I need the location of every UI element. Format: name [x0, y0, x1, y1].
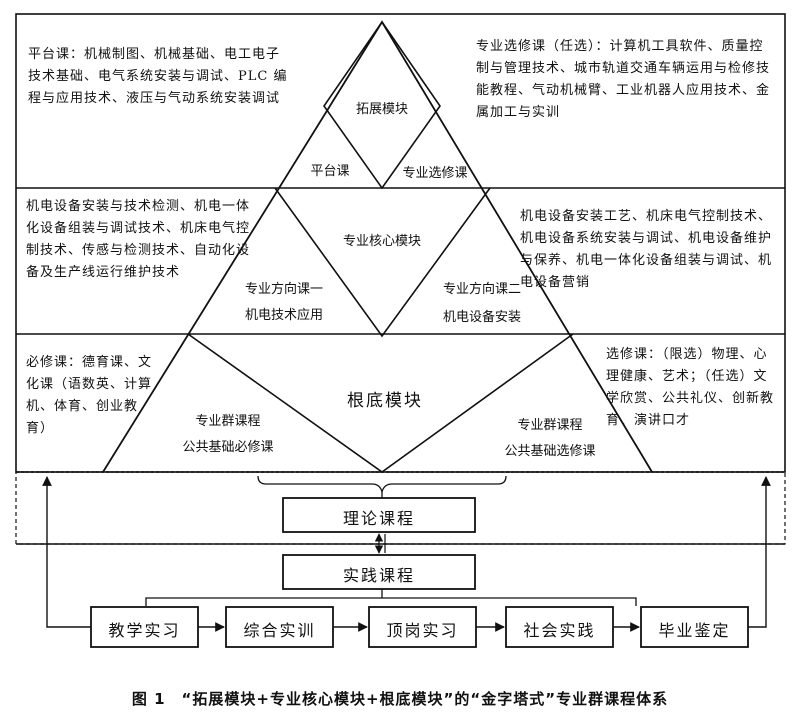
- stage-comprehensive-training: 综合实训: [243, 621, 316, 640]
- optional-public-title: 专业群课程: [517, 418, 583, 433]
- middle-v: [274, 187, 491, 338]
- top-diamond: [323, 20, 441, 190]
- brace: [257, 475, 507, 493]
- required-public-sub: 公共基础必修课: [182, 440, 274, 455]
- middle-right-text: 机电设备安装工艺、机床电气控制技术、机电设备系统安装与调试、机电设备维护与保养、…: [520, 209, 773, 290]
- middle-left-text: 机电设备安装与技术检测、机电一体化设备组装与调试技术、机床电气控制技术、传感与检…: [26, 199, 251, 280]
- elective-course-text: 专业选修课（任选）：计算机工具软件、质量控制与管理技术、城市轨道交通车辆运用与检…: [476, 39, 771, 120]
- stage-social-practice: 社会实践: [523, 621, 596, 640]
- theory-box: [282, 497, 476, 533]
- stage-teaching-internship: 教学实习: [108, 621, 181, 640]
- required-public-title: 专业群课程: [195, 414, 261, 429]
- foundation-module-label: 根底模块: [347, 391, 423, 411]
- theory-course-label: 理论课程: [342, 509, 415, 528]
- optional-course-text: 选修课：（限选）物理、心理健康、艺术；（任选）文学欣赏、公共礼仪、创新教育、演讲…: [606, 347, 775, 428]
- direction-course-2-sub: 机电设备安装: [442, 310, 521, 325]
- elective-label: 专业选修课: [402, 166, 468, 181]
- outer-frame: [15, 13, 786, 473]
- required-course-text: 必修课：德育课、文化课（语数英、计算机、体育、创业教育）: [26, 355, 153, 436]
- figure-caption: 图 1 “拓展模块+专业核心模块+根底模块”的“金字塔式”专业群课程体系: [131, 690, 669, 708]
- optional-public-sub: 公共基础选修课: [504, 444, 596, 459]
- direction-course-1-title: 专业方向课一: [244, 282, 323, 297]
- core-module-label: 专业核心模块: [342, 234, 421, 249]
- stage-graduation-appraisal: 毕业鉴定: [658, 621, 731, 640]
- expansion-module-label: 拓展模块: [355, 102, 408, 117]
- platform-label: 平台课: [310, 164, 350, 179]
- practice-box: [282, 554, 476, 590]
- direction-course-1-sub: 机电技术应用: [244, 308, 323, 323]
- practice-course-label: 实践课程: [342, 566, 415, 585]
- stage-post-internship: 顶岗实习: [386, 621, 459, 640]
- direction-course-2-title: 专业方向课二: [442, 282, 521, 297]
- platform-course-text: 平台课：机械制图、机械基础、电工电子技术基础、电气系统安装与调试、PLC 编程与…: [28, 47, 288, 106]
